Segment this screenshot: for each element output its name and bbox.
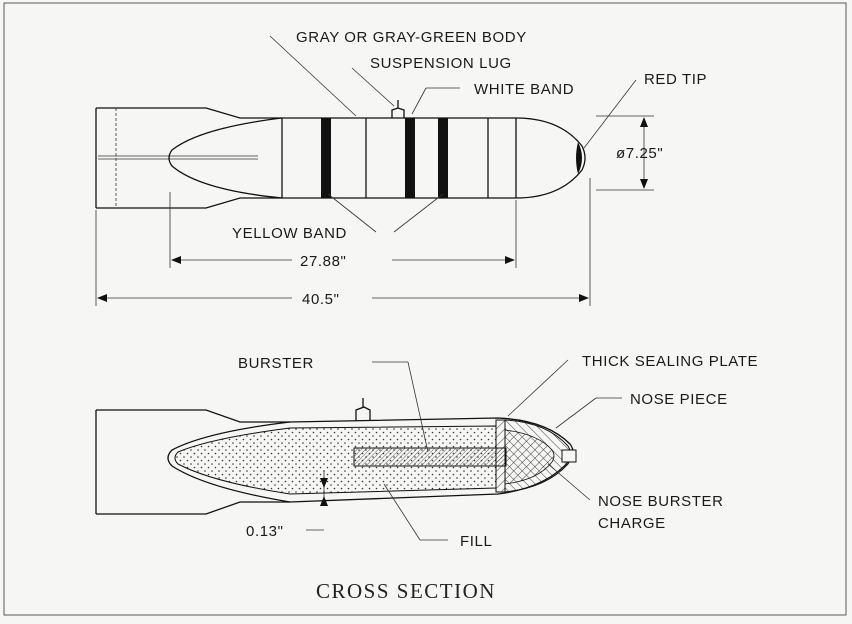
section-leaders: [306, 359, 622, 541]
body-length-label: 27.88": [300, 253, 346, 270]
tail-fin-outline: [95, 107, 282, 209]
nose-piece-leader-2: [555, 397, 597, 429]
bomb-side-view: [95, 100, 586, 209]
diameter-label: ø7.25": [616, 145, 663, 162]
nose-burster-label: NOSE BURSTER: [598, 493, 724, 510]
yellow-band-leader-2: [393, 193, 444, 233]
fill-leader-2: [383, 483, 421, 541]
yellow-band-aft: [321, 118, 331, 198]
body-leader: [269, 35, 357, 117]
fill-label: FILL: [460, 533, 492, 550]
red-tip: [576, 142, 582, 174]
burster-label: BURSTER: [238, 355, 314, 372]
fuze: [561, 449, 577, 463]
yellow-band-leader-1: [327, 193, 377, 233]
suspension-lug: [391, 100, 405, 118]
section-tail-outline: [95, 409, 290, 515]
section-suspension-lug: [355, 398, 371, 421]
tail-cone-outline: [168, 117, 283, 199]
lug-leader: [351, 67, 395, 107]
section-tail-cone: [167, 421, 291, 503]
burster-tube: [353, 447, 507, 467]
nose-burster-leader: [547, 463, 591, 501]
nose-burster-label-2: CHARGE: [598, 515, 666, 532]
white-band-leader-2: [411, 87, 427, 115]
white-band-label: WHITE BAND: [474, 81, 574, 98]
sealing-plate-label: THICK SEALING PLATE: [582, 353, 758, 370]
nose-burster-charge: [504, 429, 555, 485]
yellow-band-label: YELLOW BAND: [232, 225, 347, 242]
burster-leader-2: [407, 361, 429, 453]
side-view-leaders: [269, 35, 637, 233]
figure-border: [3, 2, 847, 616]
wall-dim-arrows: [320, 478, 328, 506]
red-tip-leader: [583, 79, 637, 149]
bomb-cross-section: [95, 398, 577, 515]
fill-cavity: [174, 425, 497, 495]
body-label: GRAY OR GRAY-GREEN BODY: [296, 29, 527, 46]
lug-label: SUSPENSION LUG: [370, 55, 512, 72]
side-view-dimensions: [95, 115, 654, 306]
wall-thickness-label: 0.13": [246, 523, 284, 540]
cross-section-caption: CROSS SECTION: [316, 579, 496, 603]
white-band: [405, 118, 415, 198]
nose-outline: [515, 117, 586, 199]
yellow-band-fwd: [438, 118, 448, 198]
nose-piece-label: NOSE PIECE: [630, 391, 728, 408]
sealing-plate-leader: [507, 359, 569, 417]
overall-length-label: 40.5": [302, 291, 340, 308]
red-tip-label: RED TIP: [644, 71, 707, 88]
